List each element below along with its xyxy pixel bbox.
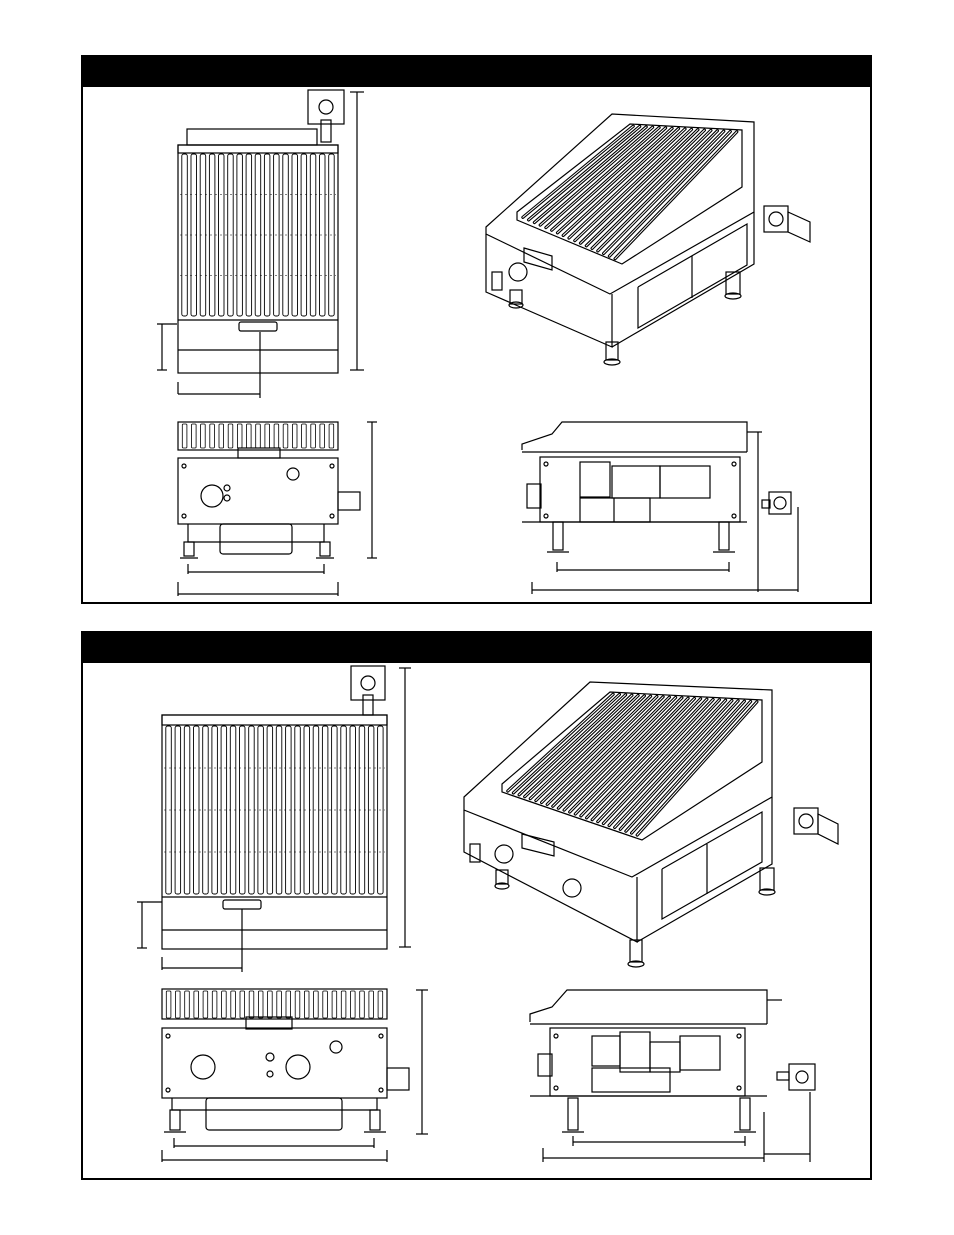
front-view bbox=[162, 989, 428, 1162]
regulator-body bbox=[789, 1064, 815, 1090]
control-knob bbox=[201, 485, 223, 507]
grate-bar bbox=[304, 991, 309, 1018]
regulator-body bbox=[308, 90, 344, 124]
drawing-panel-double-burner bbox=[81, 631, 872, 1180]
grate-bar bbox=[351, 991, 356, 1018]
grate-bars bbox=[182, 424, 333, 448]
panel-2-svg bbox=[83, 633, 870, 1178]
grate-bar bbox=[258, 991, 263, 1018]
grate-bar bbox=[268, 991, 273, 1018]
grate-bar bbox=[247, 424, 252, 448]
grate-bar bbox=[192, 424, 197, 448]
grate-bar bbox=[378, 991, 383, 1018]
drawing-panel-single-burner bbox=[81, 55, 872, 604]
isometric-view bbox=[464, 682, 838, 967]
grate-bar bbox=[295, 991, 300, 1018]
grate-bar bbox=[369, 991, 374, 1018]
grate-bar bbox=[240, 991, 245, 1018]
grate-bar bbox=[182, 424, 187, 448]
panel-1-svg bbox=[83, 57, 870, 602]
grate-bar bbox=[210, 424, 215, 448]
grate-bar bbox=[231, 991, 236, 1018]
top-view bbox=[157, 90, 364, 398]
label-plate bbox=[522, 834, 554, 856]
top-view bbox=[137, 666, 411, 972]
control-knob bbox=[509, 263, 527, 281]
control-knob bbox=[286, 1055, 310, 1079]
grate-bar bbox=[283, 424, 288, 448]
grate-bar bbox=[311, 424, 316, 448]
grate-bar bbox=[329, 424, 334, 448]
control-knob bbox=[495, 845, 513, 863]
grate-bar bbox=[237, 424, 242, 448]
grate-bar bbox=[320, 424, 325, 448]
grate-bars bbox=[508, 694, 757, 835]
grate-bar bbox=[292, 424, 297, 448]
grate-bars bbox=[180, 154, 336, 316]
grate-bar bbox=[265, 424, 270, 448]
grate-bar bbox=[314, 991, 319, 1018]
grate-bars bbox=[166, 991, 382, 1018]
grate-bar bbox=[222, 991, 227, 1018]
grate-bar bbox=[228, 424, 233, 448]
grate-bar bbox=[341, 991, 346, 1018]
grate-bar bbox=[219, 424, 224, 448]
spec-label bbox=[592, 1036, 620, 1066]
grate-bar bbox=[274, 424, 279, 448]
grate-bar bbox=[166, 991, 171, 1018]
grate-bar bbox=[194, 991, 199, 1018]
grate-bar bbox=[203, 991, 208, 1018]
grate-bars bbox=[164, 726, 385, 894]
isometric-view bbox=[486, 114, 810, 365]
grate-bar bbox=[176, 991, 181, 1018]
spec-label bbox=[580, 462, 610, 497]
regulator-body bbox=[769, 492, 791, 514]
front-view bbox=[178, 422, 377, 596]
grate-bar bbox=[256, 424, 261, 448]
regulator-body bbox=[764, 206, 788, 232]
drip-tray bbox=[220, 524, 292, 554]
control-knob bbox=[191, 1055, 215, 1079]
grate-bar bbox=[277, 991, 282, 1018]
grate-bar bbox=[332, 991, 337, 1018]
grate-bar bbox=[286, 991, 291, 1018]
grate-bar bbox=[201, 424, 206, 448]
regulator-body bbox=[794, 808, 818, 834]
side-view bbox=[522, 422, 798, 594]
grate-bar bbox=[302, 424, 307, 448]
grate-bar bbox=[249, 991, 254, 1018]
drip-tray bbox=[206, 1098, 342, 1130]
grate-bar bbox=[185, 991, 190, 1018]
side-view bbox=[530, 990, 815, 1162]
control-knob bbox=[563, 879, 581, 897]
side-label-area bbox=[662, 812, 762, 919]
grate-bar bbox=[212, 991, 217, 1018]
grate-bar bbox=[360, 991, 365, 1018]
grate-bar bbox=[323, 991, 328, 1018]
